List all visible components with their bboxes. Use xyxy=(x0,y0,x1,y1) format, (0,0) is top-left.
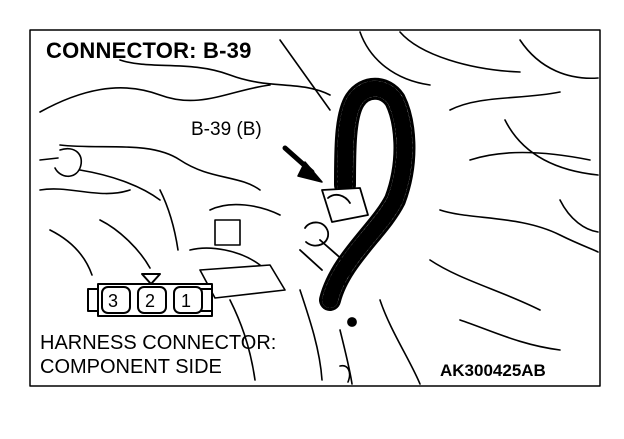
figure-frame xyxy=(29,29,601,387)
pin-number-1: 1 xyxy=(180,291,191,311)
component-side-label: COMPONENT SIDE xyxy=(40,356,222,378)
pin-diagram xyxy=(87,273,213,317)
harness-connector-label: HARNESS CONNECTOR: xyxy=(40,332,277,354)
connector-callout-label: B-39 (B) xyxy=(191,119,262,140)
pointer-arrow xyxy=(282,145,323,183)
sensor-connector xyxy=(299,187,369,327)
pin-number-2: 2 xyxy=(144,291,155,311)
figure-code: AK300425AB xyxy=(440,361,546,380)
wiring-harness xyxy=(319,77,416,311)
engine-linework xyxy=(39,31,599,385)
diagram-title: CONNECTOR: B-39 xyxy=(46,38,252,63)
pin-number-3: 3 xyxy=(107,291,118,311)
left-bracket xyxy=(39,148,161,201)
